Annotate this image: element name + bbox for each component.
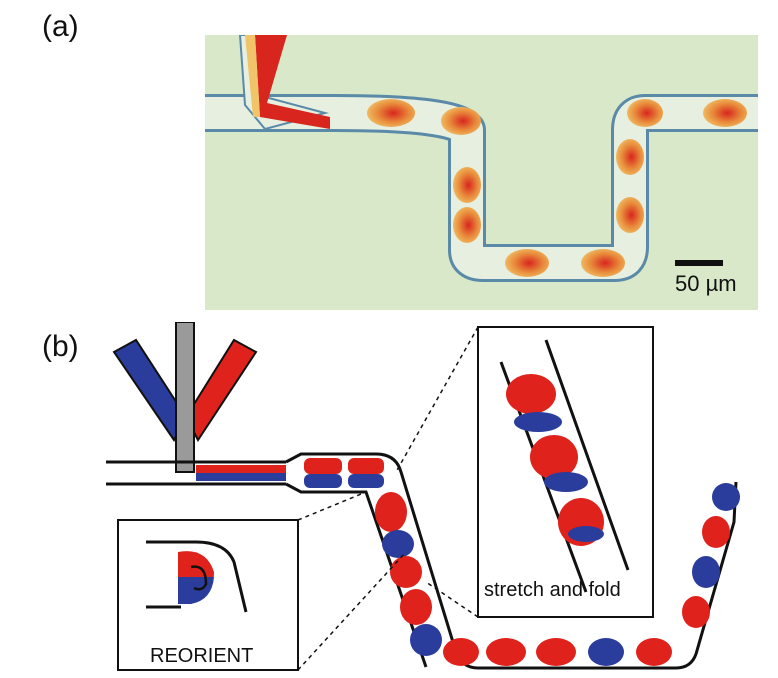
stretch-droplets xyxy=(506,374,604,546)
panel-a-label: (a) xyxy=(42,10,79,43)
micrograph-droplet xyxy=(505,249,549,277)
panel-b-label: (b) xyxy=(42,330,79,363)
micrograph-droplet xyxy=(616,139,644,175)
panel-a-micrograph: 50 µm xyxy=(205,35,758,310)
scale-bar-label: 50 µm xyxy=(675,271,737,296)
inset-reorient-caption: REORIENT xyxy=(150,645,253,667)
micrograph-droplet xyxy=(367,99,415,127)
micrograph-droplet xyxy=(453,207,481,243)
micrograph-droplet xyxy=(627,99,663,127)
inlet-red-arm xyxy=(184,338,258,442)
micrograph-droplet xyxy=(581,249,625,277)
micrograph-droplet xyxy=(441,107,481,135)
micrograph-red-stream xyxy=(255,35,330,129)
micrograph-droplet xyxy=(703,99,747,127)
panel-b-schematic: REORIENT stretch and fold xyxy=(106,322,740,671)
inset-reorient-box xyxy=(117,519,299,671)
micrograph-droplet xyxy=(616,197,644,233)
micrograph-droplet xyxy=(453,167,481,203)
schematic-droplets xyxy=(304,458,740,666)
scale-bar xyxy=(675,260,723,266)
inlet-center-stream xyxy=(175,322,195,473)
inset-stretch-caption: stretch and fold xyxy=(484,579,621,601)
